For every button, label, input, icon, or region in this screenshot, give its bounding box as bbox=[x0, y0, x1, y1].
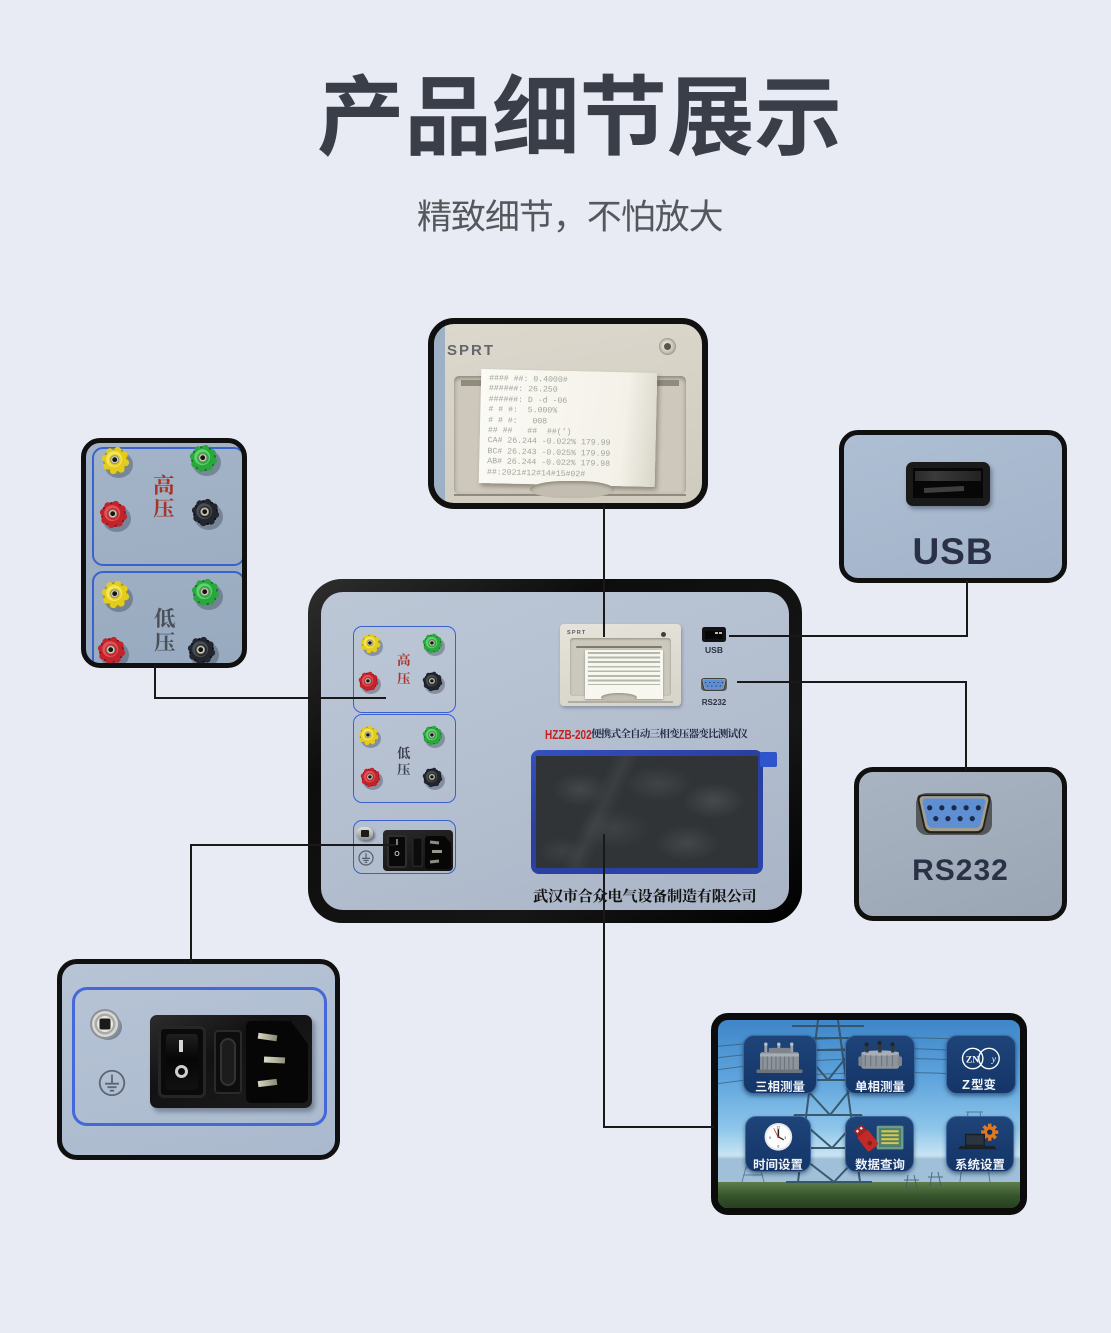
svg-text:3: 3 bbox=[784, 1136, 786, 1140]
svg-text:ZN: ZN bbox=[966, 1055, 979, 1065]
svg-text:9: 9 bbox=[769, 1136, 771, 1140]
svg-text:6: 6 bbox=[777, 1145, 779, 1149]
svg-text:y: y bbox=[991, 1055, 997, 1065]
svg-text:12: 12 bbox=[776, 1126, 780, 1130]
